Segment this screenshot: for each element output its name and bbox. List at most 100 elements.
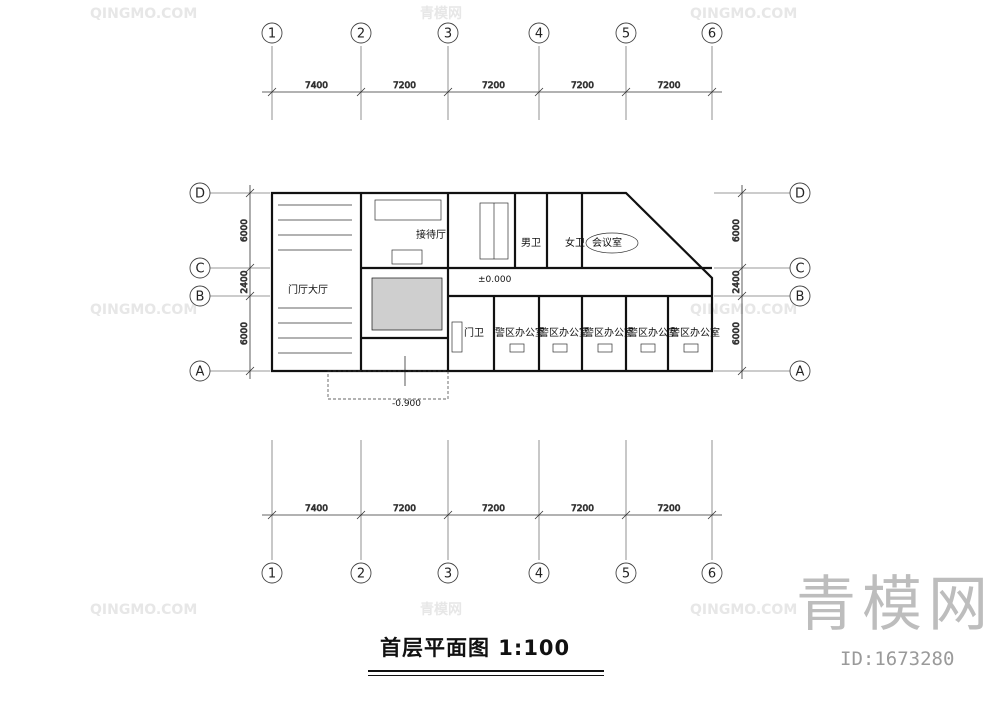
lobby-benches (278, 204, 352, 354)
axis-bubble-circle (789, 360, 811, 382)
dimension-tick (356, 87, 366, 97)
watermark-logo: 青模网 (796, 570, 994, 640)
dimension-label-column: 7200 (482, 504, 505, 514)
dimension-tick (737, 366, 747, 376)
dimension-tick (737, 291, 747, 301)
axis-bubble-circle (528, 22, 550, 44)
dimension-label-column: 7200 (658, 81, 681, 91)
axis-bubble-right-C: C (789, 257, 811, 279)
dimension-label-column: 7200 (393, 504, 416, 514)
axis-bubble-top-6: 6 (701, 22, 723, 44)
entrance-steps (327, 370, 449, 400)
meeting-table (585, 232, 639, 254)
dimension-label-column: 7200 (571, 81, 594, 91)
axis-bubble-circle (261, 22, 283, 44)
dimension-tick (356, 510, 366, 520)
watermark-text: QINGMO.COM (690, 302, 797, 318)
axis-bubble-left-B: B (189, 285, 211, 307)
watermark-text: QINGMO.COM (90, 6, 197, 22)
axis-bubble-label: 6 (708, 567, 716, 582)
axis-bubble-left-D: D (189, 182, 211, 204)
dimension-label-column: 7400 (305, 81, 328, 91)
reception-counter (374, 199, 442, 221)
dimension-label-column: 7200 (658, 504, 681, 514)
dimension-tick (267, 87, 277, 97)
axis-grid-lines (210, 46, 790, 560)
dimension-label-column: 7200 (571, 504, 594, 514)
axis-bubble-circle (789, 285, 811, 307)
dimension-tick (245, 188, 255, 198)
title-underline-thick (368, 670, 604, 672)
office-desk (597, 343, 613, 353)
axis-bubble-circle (189, 257, 211, 279)
axis-bubble-label: B (196, 290, 205, 305)
watermark-text: 青模网 (420, 601, 462, 618)
axis-bubble-bottom-3: 3 (437, 562, 459, 584)
office-desk (683, 343, 699, 353)
axis-bubble-circle (701, 22, 723, 44)
axis-bubble-circle (615, 22, 637, 44)
axis-bubble-label: D (795, 187, 805, 202)
watermark-layer: QINGMO.COM QINGMO.COM QINGMO.COM QINGMO.COM… (90, 5, 797, 618)
watermark-text: QINGMO.COM (90, 302, 197, 318)
axis-bubble-right-A: A (789, 360, 811, 382)
room-label-office-3: 警区办公室 (584, 326, 634, 339)
axis-bubble-bottom-6: 6 (701, 562, 723, 584)
axis-bubble-right-D: D (789, 182, 811, 204)
room-label-office-1: 警区办公室 (495, 326, 545, 339)
room-label-meeting: 会议室 (592, 236, 622, 249)
dimension-tick (245, 263, 255, 273)
watermark-text: QINGMO.COM (90, 602, 197, 618)
axis-bubble-top-1: 1 (261, 22, 283, 44)
axis-bubble-label: A (796, 365, 805, 380)
axis-bubble-label: 1 (268, 27, 276, 42)
axis-bubble-top-2: 2 (350, 22, 372, 44)
axis-bubble-label: A (196, 365, 205, 380)
axis-bubble-circle (189, 360, 211, 382)
dimension-tick (621, 510, 631, 520)
dimension-label-row: 2400 (732, 270, 742, 293)
axis-bubble-left-A: A (189, 360, 211, 382)
office-desk (509, 343, 525, 353)
dimension-tick (245, 291, 255, 301)
axis-bubble-circle (615, 562, 637, 584)
room-label-mens-toilet: 男卫 (521, 237, 541, 249)
axis-bubble-bottom-1: 1 (261, 562, 283, 584)
axis-bubble-right-B: B (789, 285, 811, 307)
watermark-text: QINGMO.COM (690, 602, 797, 618)
dimension-label-column: 7200 (482, 81, 505, 91)
dimension-tick (245, 366, 255, 376)
dimension-tick (707, 87, 717, 97)
dimension-label-row: 6000 (240, 219, 250, 242)
axis-bubble-top-5: 5 (615, 22, 637, 44)
axis-bubble-label: C (795, 262, 804, 277)
level-floor: ±0.000 (478, 275, 512, 285)
axis-bubble-label: B (796, 290, 805, 305)
axis-bubble-label: 2 (357, 27, 365, 42)
axis-bubble-label: 6 (708, 27, 716, 42)
axis-bubble-top-3: 3 (437, 22, 459, 44)
axis-bubble-bottom-5: 5 (615, 562, 637, 584)
axis-bubble-label: 1 (268, 567, 276, 582)
dimension-tick (534, 510, 544, 520)
dimension-tick (707, 510, 717, 520)
guard-desk (451, 321, 463, 353)
title-underline-thin (368, 675, 604, 676)
axis-bubble-left-C: C (189, 257, 211, 279)
axis-bubble-bottom-2: 2 (350, 562, 372, 584)
room-label-womens-toilet: 女卫 (565, 236, 585, 249)
axis-bubble-circle (437, 562, 459, 584)
watermark-text: 青模网 (420, 5, 462, 22)
watermark-text: QINGMO.COM (690, 6, 797, 22)
building-walls (270, 191, 714, 373)
fixtures (278, 199, 699, 400)
axis-bubble-circle (350, 22, 372, 44)
axis-bubble-label: 3 (444, 567, 452, 582)
office-desk (552, 343, 568, 353)
room-label-office-5: 警区办公室 (670, 326, 720, 339)
axis-bubble-top-4: 4 (528, 22, 550, 44)
axis-bubble-circle (528, 562, 550, 584)
